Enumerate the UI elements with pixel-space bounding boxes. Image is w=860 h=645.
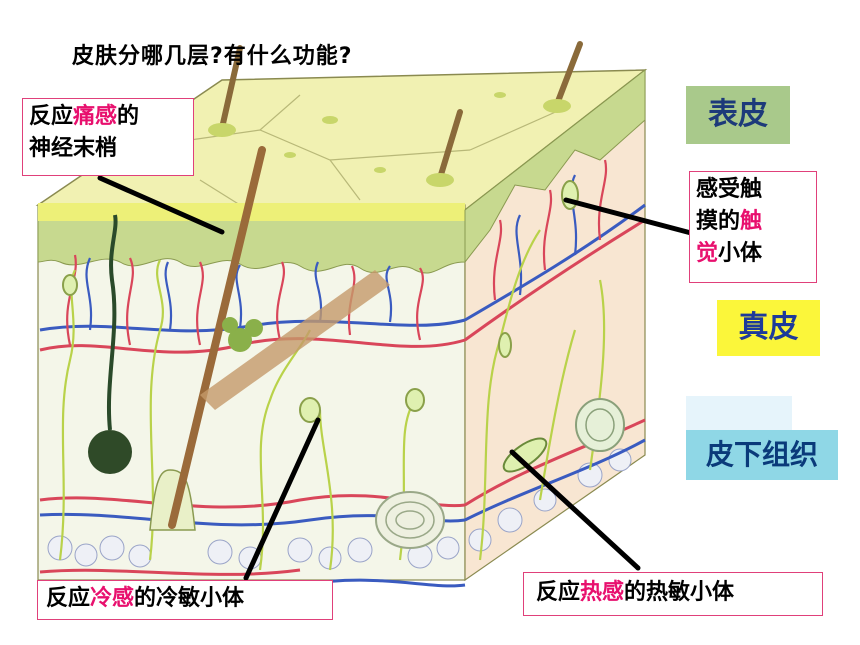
- heat-post: 的热敏小体: [624, 580, 735, 605]
- callout-lines: [97, 175, 713, 581]
- touch-line1: 感受触: [696, 177, 763, 202]
- cold-highlight: 冷感: [90, 586, 135, 611]
- heat-receptor-label: 反应热感的热敏小体: [523, 572, 823, 616]
- sebaceous-gland: [222, 317, 263, 352]
- pain-post: 的: [117, 104, 140, 129]
- cold-post: 的冷敏小体: [134, 586, 245, 611]
- touch-line3-highlight: 觉: [696, 241, 719, 266]
- touch-line2-highlight: 触: [740, 209, 763, 234]
- page-title: 皮肤分哪几层?有什么功能?: [72, 44, 353, 69]
- cold-callout-line: [243, 417, 321, 581]
- pain-highlight: 痛感: [73, 104, 118, 129]
- hair-follicle: [149, 146, 390, 531]
- pain-callout-line: [97, 175, 225, 235]
- subcutaneous-label-top-band: [686, 396, 792, 430]
- heat-callout-line: [509, 449, 641, 571]
- cold-receptor-label: 反应冷感的冷敏小体: [37, 580, 333, 620]
- touch-line2-pre: 摸的: [696, 209, 741, 234]
- cold-pre: 反应: [46, 586, 91, 611]
- pain-pre: 反应: [29, 104, 74, 129]
- hair-follicle-openings: [208, 92, 571, 187]
- pain-receptor-label: 反应痛感的 神经末梢: [22, 98, 194, 176]
- pain-line2: 神经末梢: [29, 136, 118, 161]
- dermis-label: 真皮: [717, 300, 820, 356]
- epidermis-top-strip: [38, 203, 465, 221]
- receptors: [62, 180, 625, 549]
- epidermis-label: 表皮: [686, 86, 790, 144]
- fat-lobules: [47, 448, 632, 570]
- epidermis-band-front: [37, 204, 466, 274]
- subcutaneous-label: 皮下组织: [686, 430, 838, 480]
- hairs: [219, 41, 583, 181]
- touch-receptor-label: 感受触 摸的触 觉小体: [689, 171, 817, 283]
- heat-pre: 反应: [536, 580, 581, 605]
- epidermis-band-right: [464, 68, 646, 264]
- surface-cracks: [119, 94, 561, 206]
- touch-callout-line: [563, 197, 713, 241]
- touch-line3-post: 小体: [718, 241, 763, 266]
- sweat-gland: [88, 214, 132, 474]
- heat-highlight: 热感: [580, 580, 625, 605]
